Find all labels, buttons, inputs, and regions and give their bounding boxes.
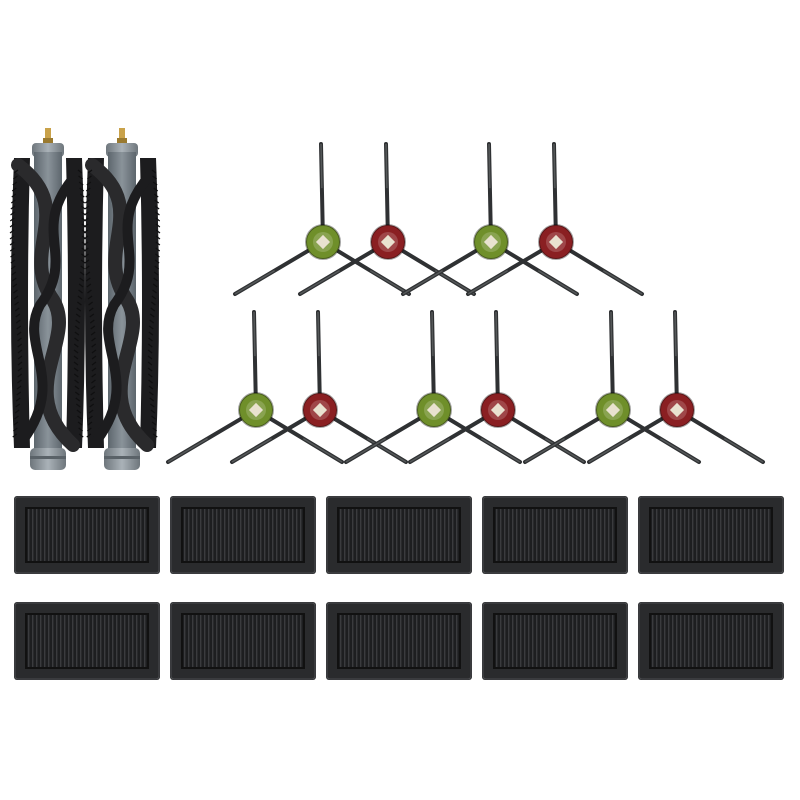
roller-brush-icon	[9, 128, 87, 470]
three-arm-side-brush-icon	[166, 310, 344, 464]
three-arm-side-brush-icon	[233, 142, 411, 296]
hepa-filter-icon	[482, 496, 628, 574]
three-arm-side-brush-icon	[408, 310, 586, 464]
three-arm-side-brush-icon	[344, 310, 522, 464]
hepa-filter-icon	[170, 602, 316, 680]
three-arm-side-brush-icon	[401, 142, 579, 296]
hepa-filter-icon	[482, 602, 628, 680]
hepa-filter-icon	[326, 602, 472, 680]
hepa-filter-icon	[14, 602, 160, 680]
three-arm-side-brush-icon	[298, 142, 476, 296]
hepa-filter-icon	[326, 496, 472, 574]
hepa-filter-icon	[14, 496, 160, 574]
three-arm-side-brush-icon	[466, 142, 644, 296]
three-arm-side-brush-icon	[523, 310, 701, 464]
three-arm-side-brush-icon	[230, 310, 408, 464]
three-arm-side-brush-icon	[587, 310, 765, 464]
roller-brush-icon	[83, 128, 161, 470]
side-brushes	[166, 142, 765, 464]
hepa-filter-icon	[170, 496, 316, 574]
hepa-filter-icon	[638, 496, 784, 574]
filters	[14, 496, 784, 680]
main-brushes	[9, 128, 161, 470]
hepa-filter-icon	[638, 602, 784, 680]
